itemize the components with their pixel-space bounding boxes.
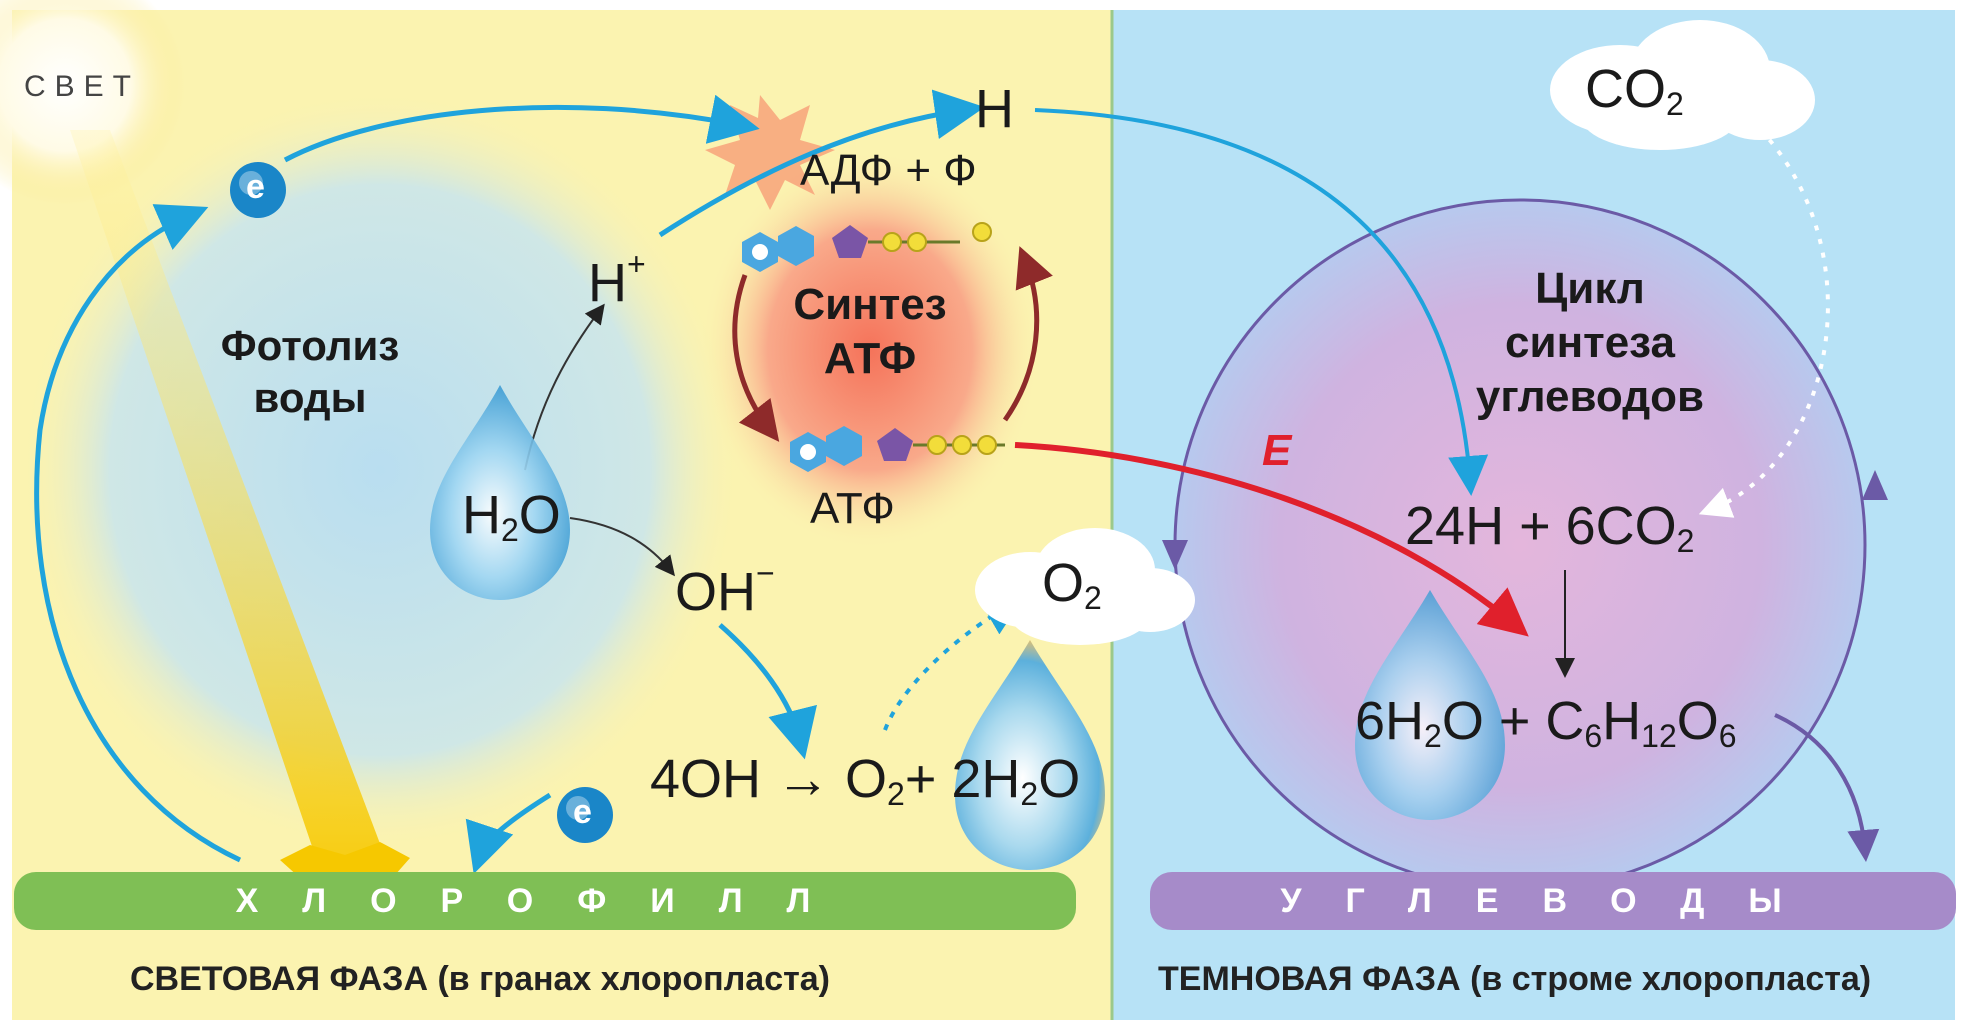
- photolysis-region: [20, 90, 740, 850]
- energy-arrow: [1014, 442, 1529, 637]
- h-plus-formula: H+: [588, 246, 646, 313]
- electron-symbol: e: [246, 168, 265, 206]
- water-formula: H2O: [462, 485, 561, 548]
- light-label: СВЕТ: [24, 70, 141, 103]
- adp-formula: АДФ + Ф: [800, 146, 977, 195]
- co2-cloud-icon: [1550, 20, 1815, 150]
- chlorophyll-strip: ХЛОРОФИЛЛ: [14, 872, 1076, 930]
- atp-cycle-arrow-right: [1002, 246, 1053, 422]
- beam-impact-icon: [280, 842, 410, 880]
- o2-cloud-icon: [975, 528, 1195, 645]
- hydroxide-formula: OH−: [675, 555, 775, 622]
- oh-arrow-to-reaction: [718, 623, 817, 760]
- carbohydrates-strip: УГЛЕВОДЫ: [1150, 872, 1956, 930]
- dark-phase-caption: ТЕМНОВАЯ ФАЗА (в строме хлоропласта): [1158, 960, 1872, 998]
- dark-reactants-formula: 24H + 6CO2: [1405, 496, 1695, 559]
- light-beam: [70, 130, 390, 870]
- adp-molecule-icon: [742, 222, 992, 272]
- h2o-to-oh-arrow: [569, 517, 675, 577]
- atp-molecule-icon: [790, 426, 1005, 472]
- light-phase-caption: СВЕТОВАЯ ФАЗА (в гранах хлоропласта): [130, 960, 830, 998]
- electron-arrow-to-chlorophyll: [465, 792, 552, 874]
- atp-label: АТФ: [810, 484, 895, 533]
- energy-label: E: [1262, 426, 1292, 475]
- water-drop-icon-3: [1355, 590, 1505, 820]
- carbohydrate-exit-arrow: [1774, 713, 1880, 862]
- hydrogen-formula: H: [975, 79, 1014, 139]
- h-plus-arrow-to-h: [658, 89, 985, 238]
- cycle-label: Цикл синтеза углеводов: [1475, 264, 1705, 421]
- sun-icon: [0, 0, 185, 205]
- o2-dotted-arrow: [883, 596, 1024, 731]
- electron-symbol-2: e: [573, 793, 592, 831]
- oxygen-cloud-formula: O2: [1042, 553, 1102, 616]
- co2-dotted-arrow: [1698, 108, 1830, 518]
- light-reaction-formula: 4OH → O2+ 2H2O: [650, 749, 1081, 812]
- water-drop-icon: [430, 385, 570, 600]
- atp-cycle-arrow-left: [732, 274, 780, 442]
- atp-synthesis-label: Синтез АТФ: [793, 280, 947, 383]
- electron-icon-2: [557, 787, 613, 843]
- photolysis-label: Фотолиз воды: [220, 322, 400, 421]
- h-arrow-to-dark-phase: [1034, 108, 1489, 496]
- water-drop-icon-2: [955, 640, 1105, 870]
- co2-cloud-formula: CO2: [1585, 59, 1684, 122]
- electron-icon: [230, 162, 286, 218]
- dark-products-formula: 6H2O + C6H12O6: [1355, 691, 1737, 754]
- electron-arrow-to-burst: [283, 94, 760, 163]
- electron-cycle-arrow-left: [34, 204, 242, 863]
